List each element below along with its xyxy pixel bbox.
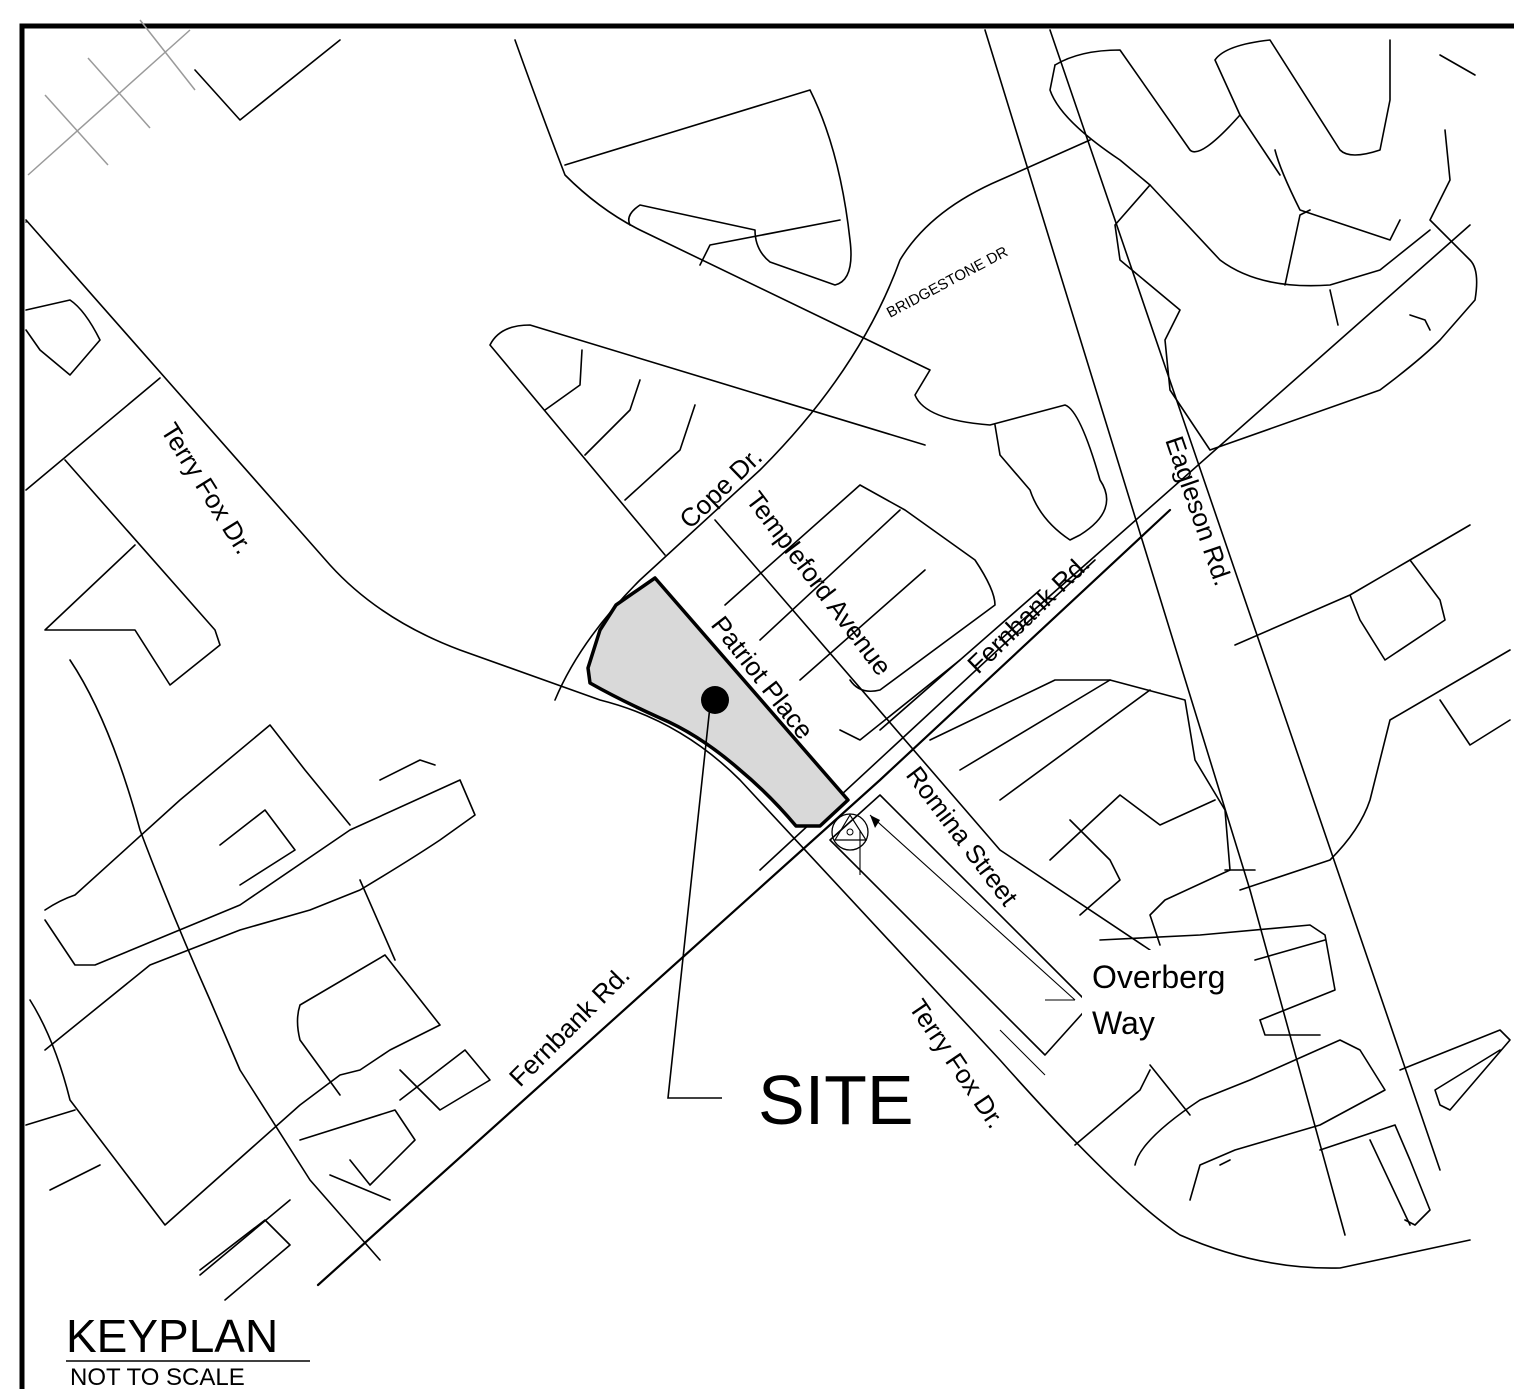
- street-label-fernbank-upper: Fernbank Rd.: [961, 548, 1095, 679]
- site-marker: [667, 686, 729, 1099]
- road-network: [25, 29, 1511, 1301]
- street-label-terry-fox-upper: Terry Fox Dr.: [155, 417, 259, 559]
- street-label-overberg-line2: Way: [1092, 1005, 1155, 1041]
- keyplan-legend: KEYPLAN NOT TO SCALE: [66, 1310, 310, 1389]
- corner-grid-marks: [27, 19, 196, 176]
- keyplan-title: KEYPLAN: [66, 1310, 278, 1362]
- street-label-overberg-line1: Overberg: [1092, 959, 1225, 995]
- map-frame: [19, 23, 1514, 1389]
- street-label-eagleson: Eagleson Rd.: [1159, 432, 1238, 589]
- street-label-fernbank-lower: Fernbank Rd.: [503, 960, 636, 1093]
- intersection-symbol: [831, 813, 869, 851]
- street-label-romina: Romina Street: [900, 761, 1024, 912]
- site-label: SITE: [758, 1061, 914, 1139]
- street-label-templeford: Templeford Avenue: [740, 486, 898, 681]
- keyplan-subtitle: NOT TO SCALE: [70, 1364, 245, 1389]
